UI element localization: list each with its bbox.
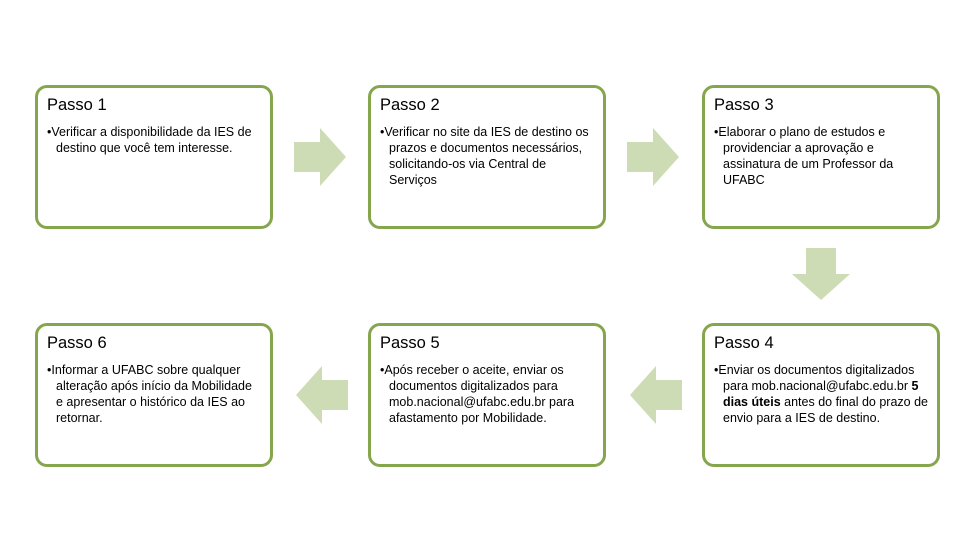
step-title: Passo 1 (47, 96, 107, 114)
step-title: Passo 4 (714, 334, 774, 352)
step-description: Verificar no site da IES de destino os p… (384, 125, 589, 187)
step-box-5: Passo 5 •Após receber o aceite, enviar o… (368, 323, 606, 467)
arrow-right-icon (627, 128, 679, 186)
bullet: • (714, 125, 719, 139)
step-box-1: Passo 1 •Verificar a disponibilidade da … (35, 85, 273, 229)
arrow-right-icon (294, 128, 346, 186)
step-description: Elaborar o plano de estudos e providenci… (718, 125, 894, 187)
step-description-start: Enviar os documentos digitalizados para … (718, 363, 915, 393)
arrow-left-icon (296, 366, 348, 424)
bullet: • (47, 125, 52, 139)
step-text: •Informar a UFABC sobre qualquer alteraç… (47, 362, 261, 426)
step-deadline-highlight: 5 dias úteis (723, 379, 919, 409)
step-box-2: Passo 2 •Verificar no site da IES de des… (368, 85, 606, 229)
step-description: Informar a UFABC sobre qualquer alteraçã… (51, 363, 252, 425)
step-box-4: Passo 4 •Enviar os documentos digitaliza… (702, 323, 940, 467)
bullet: • (47, 363, 52, 377)
step-box-3: Passo 3 •Elaborar o plano de estudos e p… (702, 85, 940, 229)
step-description-end: antes do final do prazo de envio para a … (723, 395, 928, 425)
step-description: Verificar a disponibilidade da IES de de… (51, 125, 252, 155)
step-text: •Elaborar o plano de estudos e providenc… (714, 124, 928, 188)
step-title: Passo 6 (47, 334, 107, 352)
step-title: Passo 3 (714, 96, 774, 114)
bullet: • (714, 363, 719, 377)
step-text: •Após receber o aceite, enviar os docume… (380, 362, 594, 426)
step-title: Passo 5 (380, 334, 440, 352)
step-title: Passo 2 (380, 96, 440, 114)
step-text: •Verificar no site da IES de destino os … (380, 124, 594, 188)
arrow-left-icon (630, 366, 682, 424)
bullet: • (380, 363, 385, 377)
arrow-down-icon (792, 248, 850, 300)
step-box-6: Passo 6 •Informar a UFABC sobre qualquer… (35, 323, 273, 467)
step-description: Após receber o aceite, enviar os documen… (384, 363, 575, 425)
bullet: • (380, 125, 385, 139)
step-text: •Verificar a disponibilidade da IES de d… (47, 124, 261, 156)
step-text: •Enviar os documentos digitalizados para… (714, 362, 928, 426)
